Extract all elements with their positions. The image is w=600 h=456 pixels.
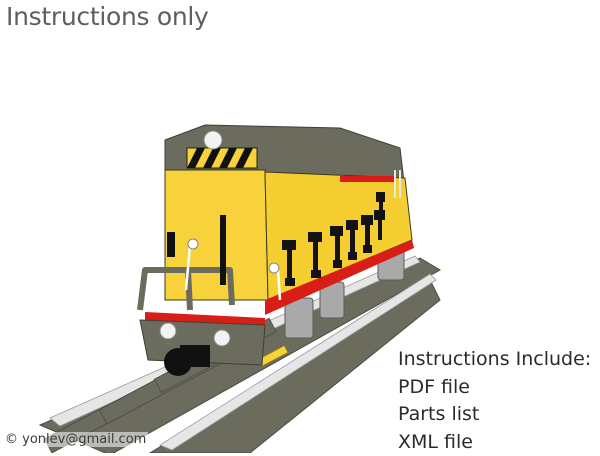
headlight-left <box>160 323 176 339</box>
include-item-parts-list: Parts list <box>398 401 591 429</box>
include-item-pdf: PDF file <box>398 374 591 402</box>
includes-heading: Instructions Include: <box>398 346 591 374</box>
headlight-top <box>204 131 222 149</box>
headlight-right <box>214 330 230 346</box>
hazard-stripe <box>187 148 257 168</box>
include-item-xml: XML file <box>398 429 591 456</box>
includes-list: Instructions Include: PDF file Parts lis… <box>398 346 591 456</box>
cab-front <box>165 170 268 300</box>
copyright-credit: © yonlev@gmail.com <box>3 432 148 447</box>
page-title: Instructions only <box>6 2 209 31</box>
